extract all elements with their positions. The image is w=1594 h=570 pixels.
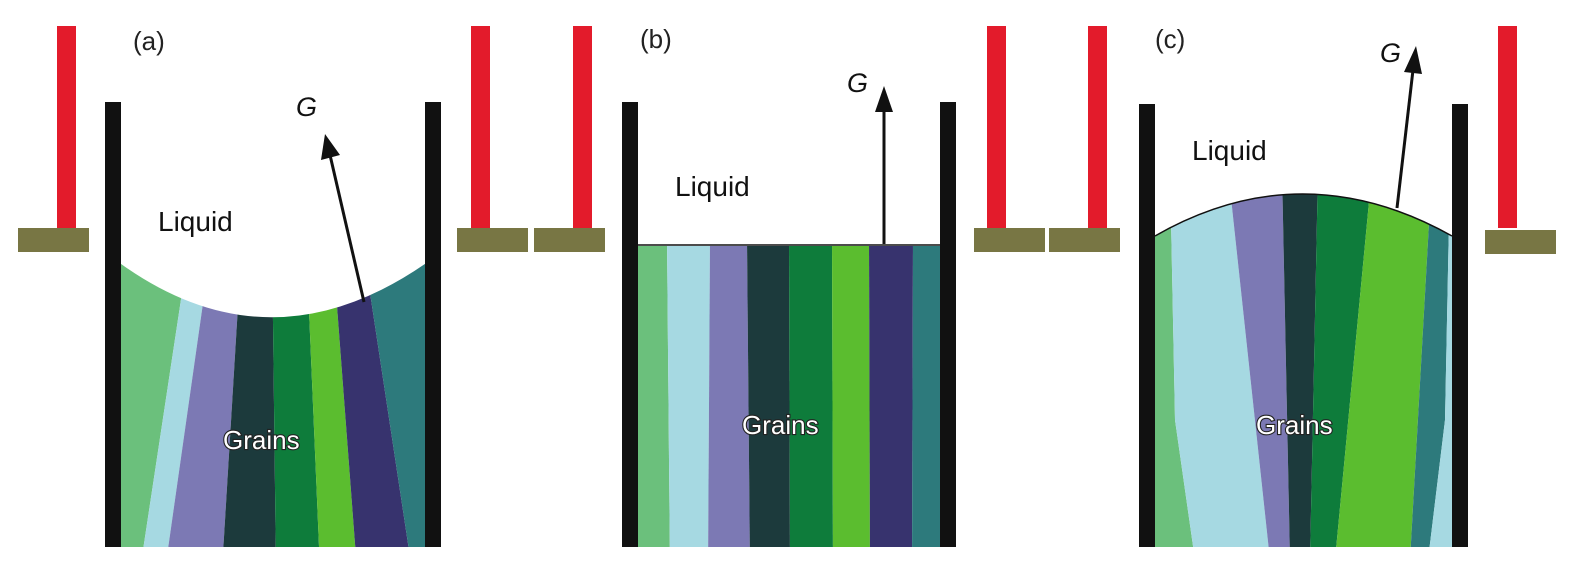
- heater-bar: [1498, 26, 1517, 228]
- grain: [1310, 194, 1372, 547]
- grain: [1228, 194, 1290, 547]
- heater-a-left: [18, 26, 89, 252]
- grain: [869, 246, 913, 547]
- crucible-wall-left: [1139, 104, 1155, 547]
- arrow-head: [1404, 46, 1422, 74]
- heater-bar: [573, 26, 592, 228]
- panel-b: (b) Liquid Grains G: [534, 24, 1045, 547]
- gradient-label-c: G: [1380, 38, 1401, 68]
- heater-base: [18, 228, 89, 252]
- crucible-wall-right: [1452, 104, 1468, 547]
- grains-c: [1155, 194, 1452, 547]
- heater-base: [457, 228, 528, 252]
- solid-liquid-interface: [120, 262, 426, 318]
- grain: [332, 263, 412, 547]
- grain: [708, 246, 750, 547]
- gradient-arrow-b: [875, 86, 893, 244]
- grain: [747, 246, 790, 547]
- gradient-label-b: G: [847, 68, 868, 98]
- crucible-wall-right: [425, 102, 441, 547]
- heater-c-left: [1049, 26, 1120, 252]
- grains-b: [638, 246, 940, 547]
- arrow-shaft: [1395, 69, 1415, 209]
- crucible-wall-left: [622, 102, 638, 547]
- liquid-label-a: Liquid: [158, 206, 233, 237]
- grain: [1282, 194, 1318, 547]
- gradient-arrow-c: [1395, 46, 1422, 209]
- grain: [638, 246, 670, 547]
- heater-base: [1049, 228, 1120, 252]
- liquid-label-c: Liquid: [1192, 135, 1267, 166]
- panel-c: (c) Liquid Grains G: [1049, 24, 1556, 547]
- crucible-wall-right: [940, 102, 956, 547]
- grains-label-a: Grains: [223, 425, 300, 455]
- grains-label-b: Grains: [742, 410, 819, 440]
- panel-label-a: (a): [133, 26, 165, 56]
- grain: [1335, 194, 1432, 547]
- grain: [1410, 194, 1450, 547]
- gradient-arrow-a: [321, 134, 366, 303]
- grains-a: [121, 263, 425, 547]
- grain: [832, 246, 870, 547]
- grain: [362, 263, 425, 547]
- arrow-shaft: [328, 154, 366, 303]
- grain: [789, 246, 833, 547]
- arrow-head: [321, 134, 340, 160]
- crucible-wall-left: [105, 102, 121, 547]
- grain: [165, 263, 242, 547]
- heater-c-right: [1485, 26, 1556, 254]
- grain: [306, 263, 357, 547]
- liquid-label-b: Liquid: [675, 171, 750, 202]
- heater-b-left: [534, 26, 605, 252]
- grain: [912, 246, 940, 547]
- heater-base: [534, 228, 605, 252]
- gradient-label-a: G: [296, 92, 317, 122]
- heater-base: [974, 228, 1045, 252]
- heater-base: [1485, 230, 1556, 254]
- grain: [121, 263, 190, 547]
- heater-bar: [987, 26, 1006, 228]
- grain: [222, 263, 276, 547]
- arrow-head: [875, 86, 893, 112]
- grain: [1155, 194, 1195, 547]
- panel-label-b: (b): [640, 24, 672, 54]
- solid-liquid-interface: [1154, 193, 1453, 237]
- heater-a-right: [457, 26, 528, 252]
- grain: [667, 246, 710, 547]
- heater-b-right: [974, 26, 1045, 252]
- grain: [140, 263, 212, 547]
- grain: [1428, 194, 1452, 547]
- panel-a: (a) Liquid Grains G: [18, 26, 528, 547]
- grain: [272, 263, 320, 547]
- grain: [1170, 194, 1270, 547]
- panel-label-c: (c): [1155, 24, 1185, 54]
- heater-bar: [57, 26, 76, 228]
- heater-bar: [1088, 26, 1107, 228]
- grains-label-c: Grains: [1256, 410, 1333, 440]
- heater-bar: [471, 26, 490, 228]
